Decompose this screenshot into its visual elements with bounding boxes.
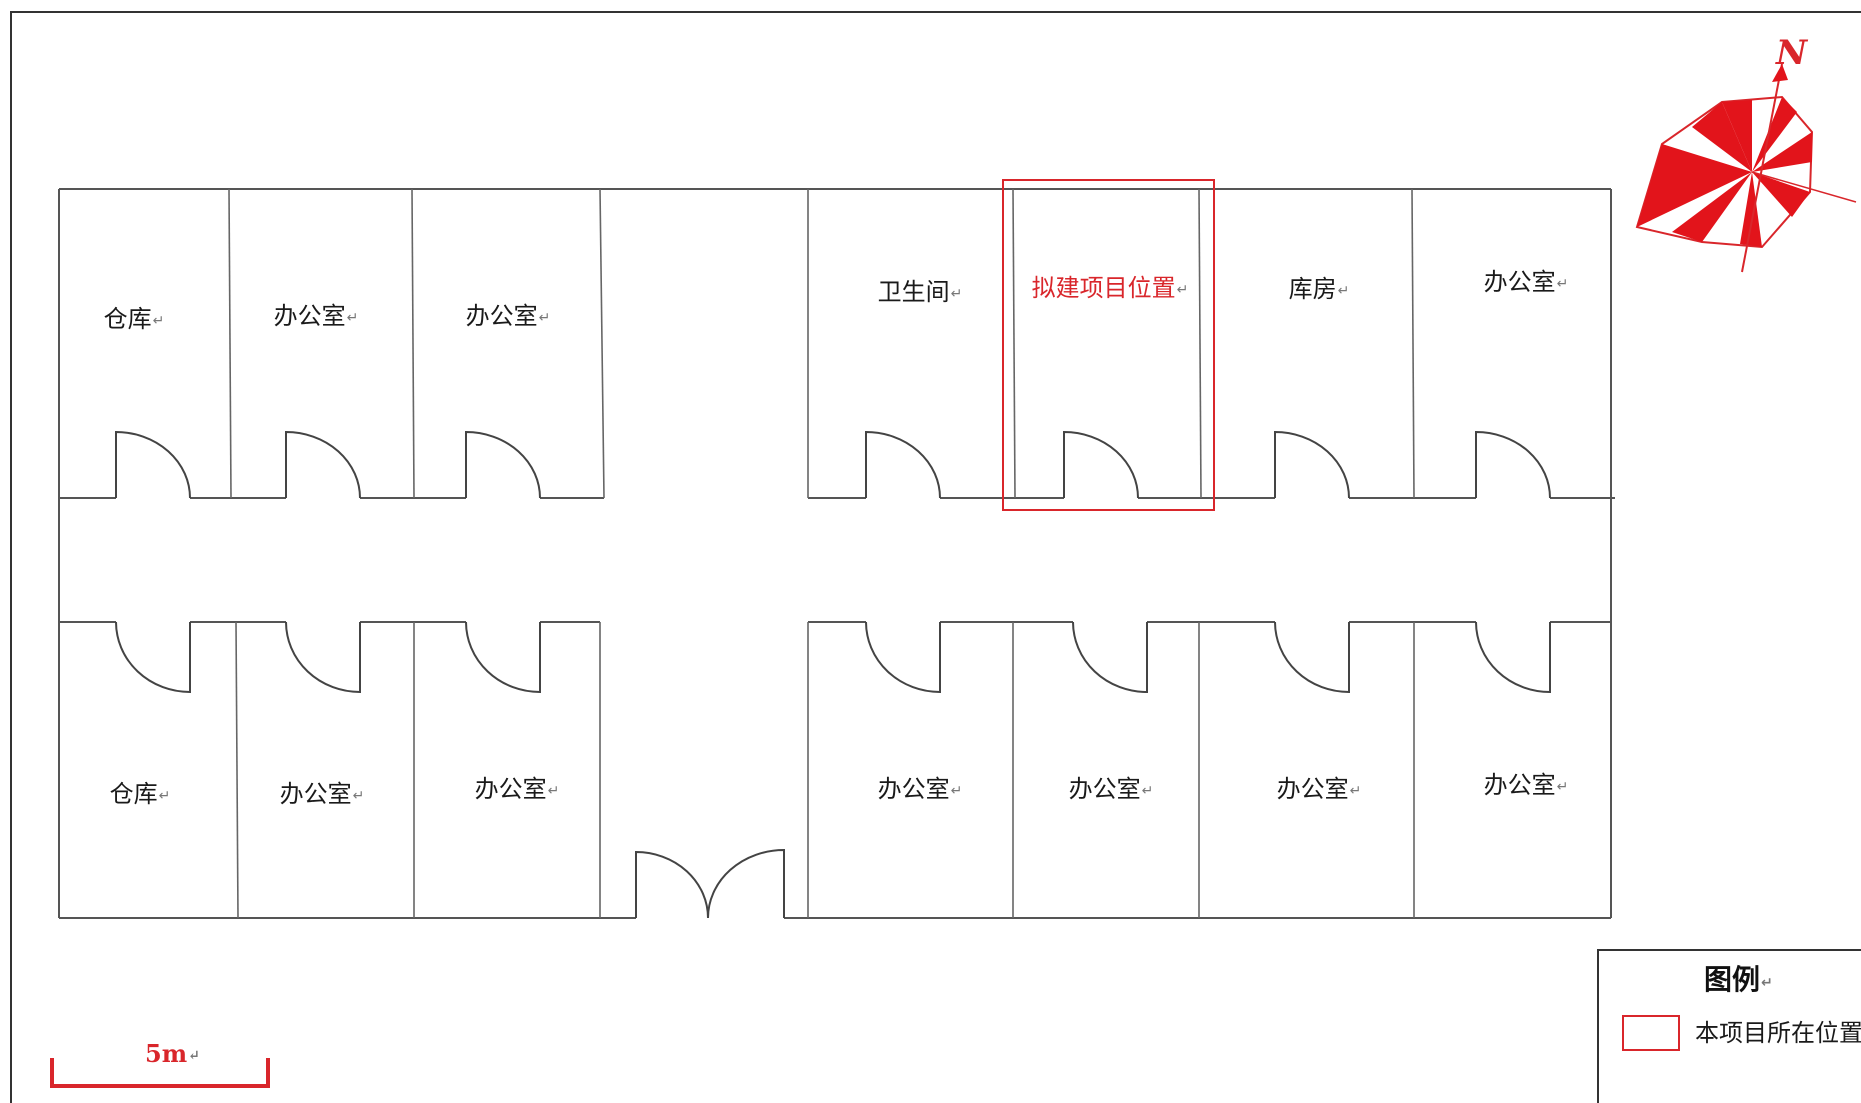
legend-swatch bbox=[1622, 1015, 1680, 1051]
room-partitions bbox=[228, 188, 1415, 919]
room-label-top-2: 办公室↵ bbox=[273, 302, 359, 330]
room-label-bottom-8: 办公室↵ bbox=[1483, 771, 1569, 799]
doors-top bbox=[115, 430, 1551, 499]
room-label-bottom-7: 办公室↵ bbox=[1276, 775, 1362, 803]
entrance-double-door bbox=[635, 848, 785, 919]
scale-label: 5m↵ bbox=[145, 1039, 200, 1068]
page-frame bbox=[10, 11, 1861, 1103]
room-label-project-location: 拟建项目位置↵ bbox=[1031, 274, 1189, 302]
room-label-top-8: 办公室↵ bbox=[1483, 268, 1569, 296]
room-label-bottom-5: 办公室↵ bbox=[877, 775, 963, 803]
room-label-bottom-3: 办公室↵ bbox=[474, 775, 560, 803]
legend-title: 图例↵ bbox=[1704, 963, 1773, 996]
room-label-top-restroom: 卫生间↵ bbox=[877, 278, 963, 306]
corridor-walls bbox=[59, 497, 1615, 623]
room-label-top-3: 办公室↵ bbox=[465, 302, 551, 330]
room-label-storeroom: 库房↵ bbox=[1288, 275, 1350, 303]
project-location-highlight bbox=[1002, 179, 1215, 511]
doors-bottom bbox=[115, 621, 1551, 694]
building-walls bbox=[58, 188, 1612, 919]
room-label-bottom-6: 办公室↵ bbox=[1068, 775, 1154, 803]
room-label-bottom-1: 仓库↵ bbox=[109, 780, 171, 808]
legend-box bbox=[1597, 949, 1861, 1103]
legend-item-label: 本项目所在位置 bbox=[1695, 1019, 1861, 1047]
north-label: N bbox=[1776, 33, 1808, 73]
scale-bar bbox=[50, 1058, 270, 1088]
compass-rose bbox=[1635, 63, 1857, 273]
room-label-bottom-2: 办公室↵ bbox=[279, 780, 365, 808]
room-label-top-1: 仓库↵ bbox=[103, 305, 165, 333]
